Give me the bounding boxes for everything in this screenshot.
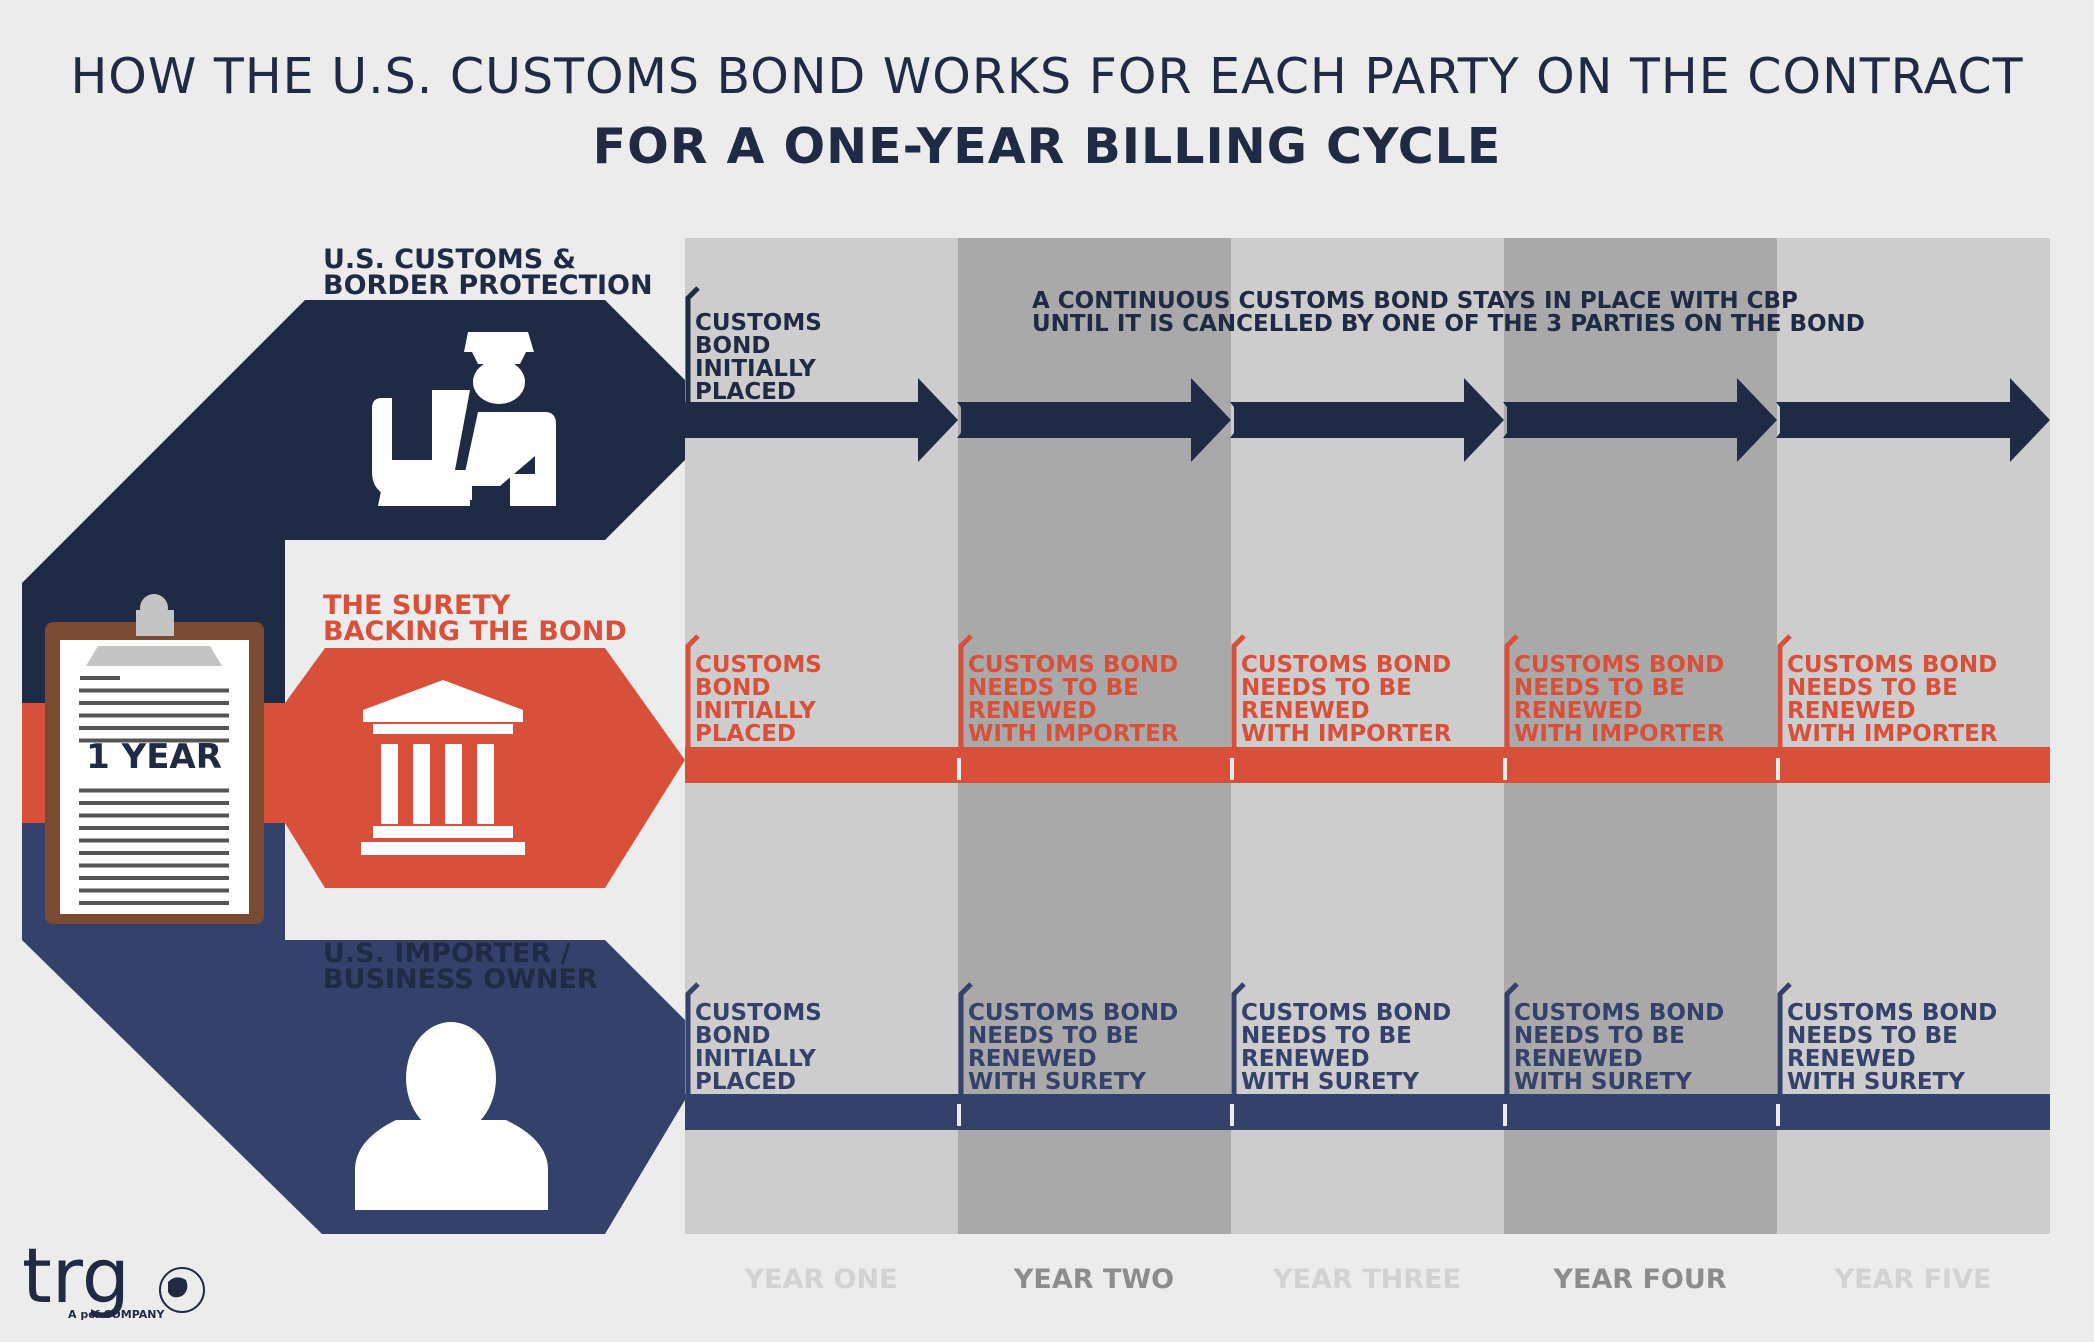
importer-note-1-line-4: PLACED — [695, 1069, 796, 1095]
page-title: HOW THE U.S. CUSTOMS BOND WORKS FOR EACH… — [70, 48, 2024, 105]
importer-bar — [685, 1094, 2050, 1130]
surety-note-3-line-3: RENEWED — [1241, 698, 1370, 724]
importer-bracket-5 — [1777, 982, 1792, 1128]
surety-note-1-line-4: PLACED — [695, 721, 796, 747]
importer-note-3-line-1: CUSTOMS BOND — [1241, 1000, 1451, 1026]
cbp-arrow-track — [685, 378, 2050, 462]
surety-bracket-3 — [1231, 634, 1246, 780]
importer-note-5-line-1: CUSTOMS BOND — [1787, 1000, 1997, 1026]
cbp-arrow-3 — [1234, 378, 1504, 462]
cbp-arrow-4 — [1507, 378, 1777, 462]
surety-bracket-1 — [685, 634, 700, 780]
importer-note-2-line-2: NEEDS TO BE — [968, 1023, 1139, 1049]
note-line2: UNTIL IT IS CANCELLED BY ONE OF THE 3 PA… — [1032, 311, 1865, 337]
cbp-note-line2: BOND — [695, 333, 770, 359]
continuous-bond-note: A CONTINUOUS CUSTOMS BOND STAYS IN PLACE… — [1032, 288, 1865, 337]
surety-note-5-line-1: CUSTOMS BOND — [1787, 652, 1997, 678]
importer-note-3-line-3: RENEWED — [1241, 1046, 1370, 1072]
importer-note-4-line-3: RENEWED — [1514, 1046, 1643, 1072]
surety-note-1-line-3: INITIALLY — [695, 698, 816, 724]
surety-label-line1: THE SURETY — [323, 590, 511, 621]
importer-note-2-line-3: RENEWED — [968, 1046, 1097, 1072]
surety-note-2-line-4: WITH IMPORTER — [968, 721, 1179, 747]
surety-note-3-line-1: CUSTOMS BOND — [1241, 652, 1451, 678]
cbp-note-line3: INITIALLY — [695, 356, 816, 382]
clipboard-icon — [45, 594, 264, 924]
globe-icon — [159, 1267, 205, 1313]
importer-note-1-line-2: BOND — [695, 1023, 770, 1049]
clipboard-label: 1 YEAR — [86, 737, 222, 777]
surety-bracket-5 — [1777, 634, 1792, 780]
trg-logo: trg A pcf COMPANY — [22, 1231, 205, 1321]
surety-bracket-4 — [1504, 634, 1519, 780]
cbp-band — [22, 300, 685, 703]
surety-note-5-line-4: WITH IMPORTER — [1787, 721, 1998, 747]
cbp-arrow-1 — [685, 378, 958, 462]
surety-note-4-line-3: RENEWED — [1514, 698, 1643, 724]
year-label-4: YEAR FOUR — [1552, 1264, 1726, 1295]
surety-label-line2: BACKING THE BOND — [323, 616, 627, 647]
importer-bracket-1 — [685, 982, 700, 1128]
importer-label-line1: U.S. IMPORTER / — [323, 938, 571, 969]
importer-note-2-line-1: CUSTOMS BOND — [968, 1000, 1178, 1026]
importer-label: U.S. IMPORTER / BUSINESS OWNER — [323, 938, 598, 995]
surety-note-2-line-1: CUSTOMS BOND — [968, 652, 1178, 678]
importer-note-5-line-3: RENEWED — [1787, 1046, 1916, 1072]
surety-note-3-line-4: WITH IMPORTER — [1241, 721, 1452, 747]
cbp-year-one-note: CUSTOMS BOND INITIALLY PLACED — [695, 310, 822, 405]
year-label-2: YEAR TWO — [1013, 1264, 1174, 1295]
bank-building-icon — [361, 680, 525, 855]
logo-wordmark: trg — [22, 1231, 130, 1320]
surety-bar — [685, 747, 2050, 783]
importer-note-3-line-4: WITH SURETY — [1241, 1069, 1419, 1095]
surety-note-5-line-3: RENEWED — [1787, 698, 1916, 724]
year-label-3: YEAR THREE — [1272, 1264, 1461, 1295]
surety-note-2-line-2: NEEDS TO BE — [968, 675, 1139, 701]
surety-note-1-line-1: CUSTOMS — [695, 652, 822, 678]
importer-note-1-line-1: CUSTOMS — [695, 1000, 822, 1026]
importer-note-1-line-3: INITIALLY — [695, 1046, 816, 1072]
surety-note-2-line-3: RENEWED — [968, 698, 1097, 724]
surety-label: THE SURETY BACKING THE BOND — [323, 590, 627, 647]
note-line1: A CONTINUOUS CUSTOMS BOND STAYS IN PLACE… — [1032, 288, 1798, 314]
surety-note-4-line-4: WITH IMPORTER — [1514, 721, 1725, 747]
importer-note-2-line-4: WITH SURETY — [968, 1069, 1146, 1095]
page-subtitle: FOR A ONE-YEAR BILLING CYCLE — [592, 118, 1502, 175]
cbp-note-line4: PLACED — [695, 379, 796, 405]
surety-note-1-line-2: BOND — [695, 675, 770, 701]
surety-note-4-line-1: CUSTOMS BOND — [1514, 652, 1724, 678]
importer-note-5-line-4: WITH SURETY — [1787, 1069, 1965, 1095]
surety-bracket-2 — [958, 634, 973, 780]
cbp-label-line1: U.S. CUSTOMS & — [323, 244, 576, 275]
cbp-arrow-2 — [961, 378, 1231, 462]
cbp-label-line2: BORDER PROTECTION — [323, 270, 653, 301]
importer-note-4-line-1: CUSTOMS BOND — [1514, 1000, 1724, 1026]
surety-note-3-line-2: NEEDS TO BE — [1241, 675, 1412, 701]
year-label-1: YEAR ONE — [743, 1264, 897, 1295]
importer-note-4-line-4: WITH SURETY — [1514, 1069, 1692, 1095]
cbp-arrow-5 — [1780, 378, 2050, 462]
customs-officer-icon — [372, 332, 556, 506]
surety-note-5-line-2: NEEDS TO BE — [1787, 675, 1958, 701]
importer-note-5-line-2: NEEDS TO BE — [1787, 1023, 1958, 1049]
cbp-bracket-1 — [685, 286, 700, 402]
importer-note-3-line-2: NEEDS TO BE — [1241, 1023, 1412, 1049]
year-label-5: YEAR FIVE — [1834, 1264, 1992, 1295]
importer-bracket-3 — [1231, 982, 1246, 1128]
year-labels: YEAR ONE YEAR TWO YEAR THREE YEAR FOUR YEAR … — [743, 1264, 1991, 1295]
cbp-note-line1: CUSTOMS — [695, 310, 822, 336]
logo-tagline: A pcf COMPANY — [68, 1308, 165, 1321]
importer-note-4-line-2: NEEDS TO BE — [1514, 1023, 1685, 1049]
surety-note-4-line-2: NEEDS TO BE — [1514, 675, 1685, 701]
person-icon — [355, 1022, 548, 1210]
importer-bracket-2 — [958, 982, 973, 1128]
cbp-label: U.S. CUSTOMS & BORDER PROTECTION — [323, 244, 653, 301]
importer-label-line2: BUSINESS OWNER — [323, 964, 598, 995]
importer-bracket-4 — [1504, 982, 1519, 1128]
